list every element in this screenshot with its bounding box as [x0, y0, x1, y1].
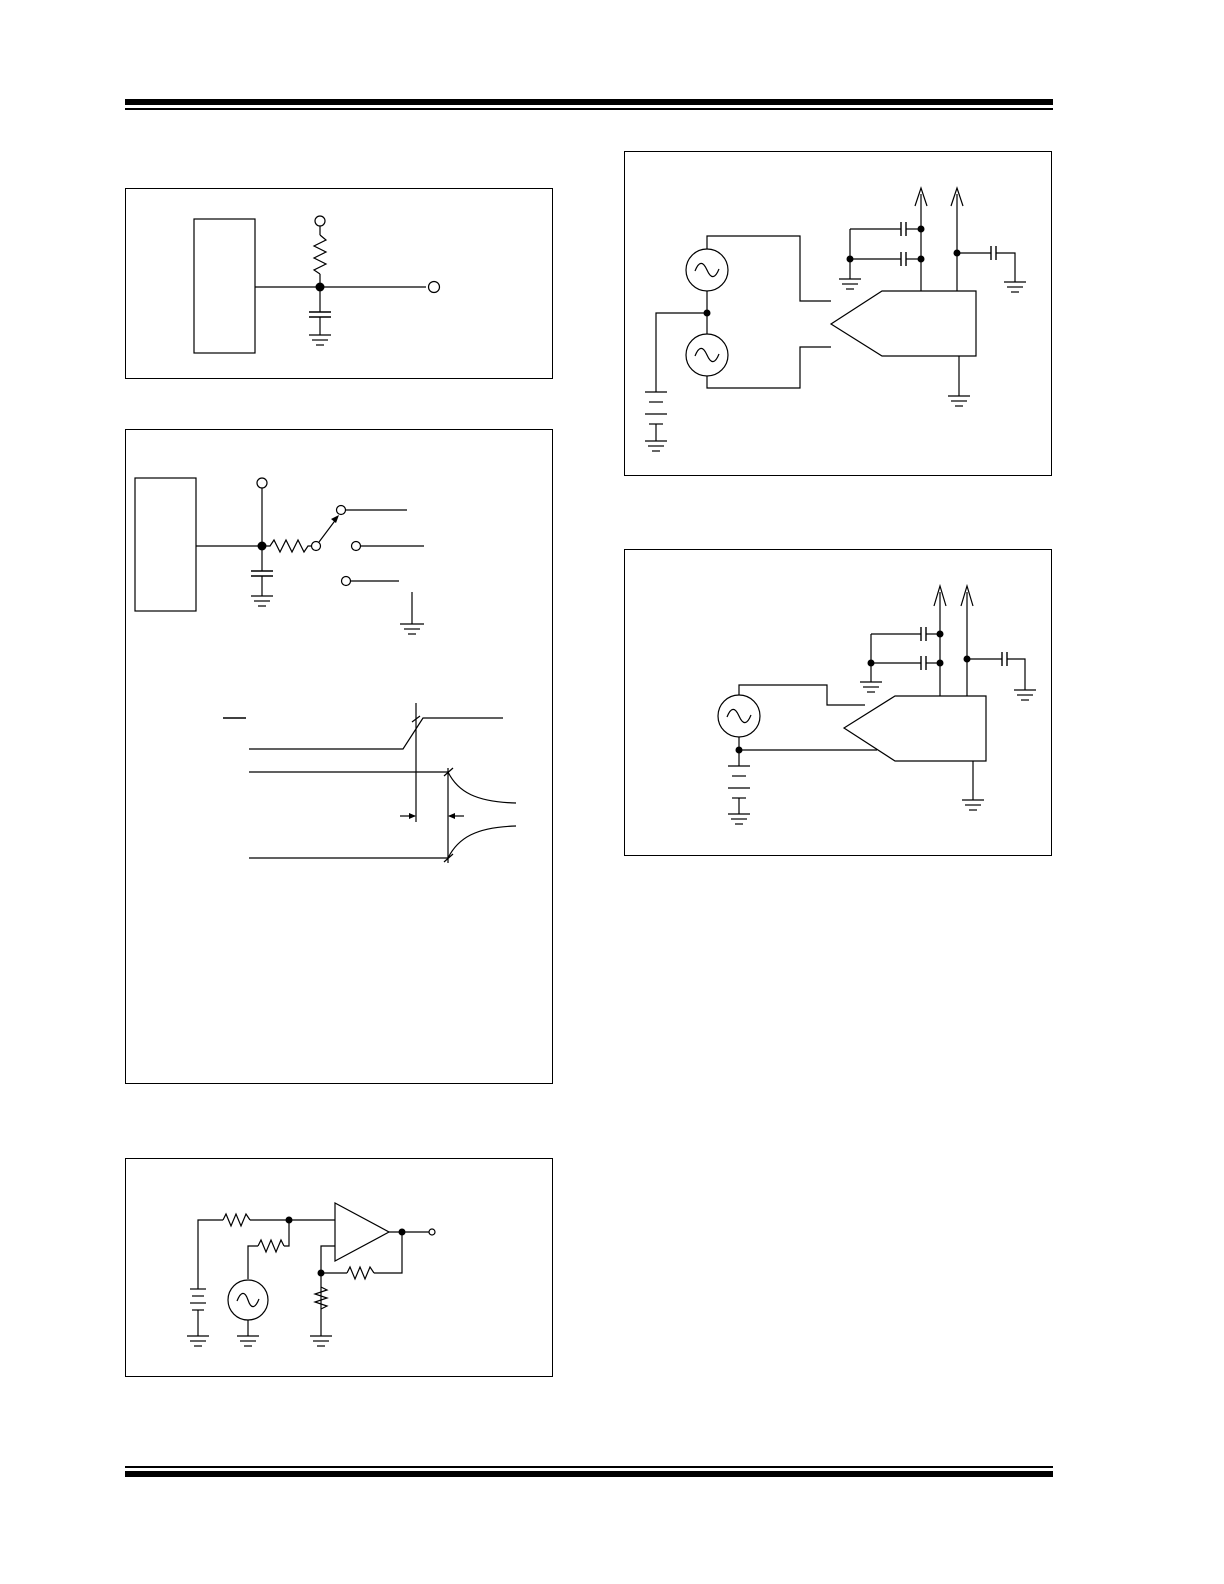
switch-pivot-icon — [310, 540, 322, 552]
supply-terminal-icon — [314, 215, 326, 227]
ground-icon — [645, 440, 667, 452]
input-resistor-2-icon — [257, 1238, 285, 1254]
ground-icon — [860, 681, 882, 693]
supply-arrow-icon — [933, 583, 947, 607]
ground-icon — [251, 595, 273, 607]
junction-dot — [315, 282, 325, 292]
supply-arrow-icon — [950, 186, 964, 207]
ground-resistor-icon — [313, 1286, 329, 1310]
ground-icon — [400, 623, 424, 635]
switch-arm-icon — [318, 517, 338, 543]
battery-icon — [645, 391, 667, 441]
switch-timing-schematic — [134, 477, 517, 863]
switch-contact-2-icon — [350, 540, 362, 552]
supply-terminal-icon — [256, 477, 268, 489]
ground-icon — [948, 395, 970, 407]
rc-input-schematic — [193, 215, 441, 354]
battery-icon — [190, 1288, 206, 1336]
battery-icon — [728, 765, 750, 814]
ground-icon — [839, 278, 861, 290]
diff-two-source-schematic — [645, 186, 1026, 452]
input-resistor-1-icon — [222, 1212, 251, 1228]
supply-arrow-icon — [914, 186, 928, 207]
opamp-summing-schematic — [187, 1201, 436, 1347]
trigger-edge-trace — [249, 717, 503, 750]
ground-icon — [237, 1335, 259, 1347]
header-rule-thin — [125, 108, 1053, 110]
figure-opamp-summing — [125, 1158, 553, 1377]
footer-rule-thick — [125, 1471, 1053, 1477]
figure-switch-timing — [125, 429, 553, 1084]
figure-diff-single-source — [624, 549, 1052, 856]
output-rise-trace — [447, 825, 517, 859]
supply-arrow-icon — [960, 583, 974, 607]
ground-icon — [309, 334, 331, 346]
junction-dot — [846, 255, 854, 263]
ground-icon — [310, 1335, 332, 1347]
device-block — [134, 477, 197, 612]
output-decay-trace — [447, 771, 517, 804]
diff-amp-icon — [842, 695, 987, 762]
figure-rc-input-circuit — [125, 188, 553, 379]
ground-icon — [728, 813, 750, 825]
output-terminal-icon — [427, 280, 441, 294]
timing-waveform — [223, 703, 517, 863]
output-terminal-icon — [428, 1228, 436, 1236]
switch-contact-1-icon — [335, 504, 347, 516]
feedback-resistor-icon — [346, 1265, 375, 1281]
pullup-resistor-icon — [312, 234, 328, 275]
device-block — [193, 218, 256, 354]
series-resistor-icon — [262, 538, 311, 554]
footer-rule-thin — [125, 1466, 1053, 1468]
switch-contact-3-icon — [340, 575, 352, 587]
junction-dot — [867, 659, 875, 667]
ground-icon — [187, 1335, 209, 1347]
opamp-icon — [334, 1201, 391, 1263]
ground-icon — [962, 799, 984, 811]
diff-single-source-schematic — [717, 583, 1036, 825]
ground-icon — [1014, 689, 1036, 701]
figure-diff-two-source — [624, 151, 1052, 476]
diff-amp-icon — [829, 290, 977, 357]
junction-dot — [398, 1228, 406, 1236]
header-rule-thick — [125, 99, 1053, 105]
ground-icon — [1004, 281, 1026, 293]
